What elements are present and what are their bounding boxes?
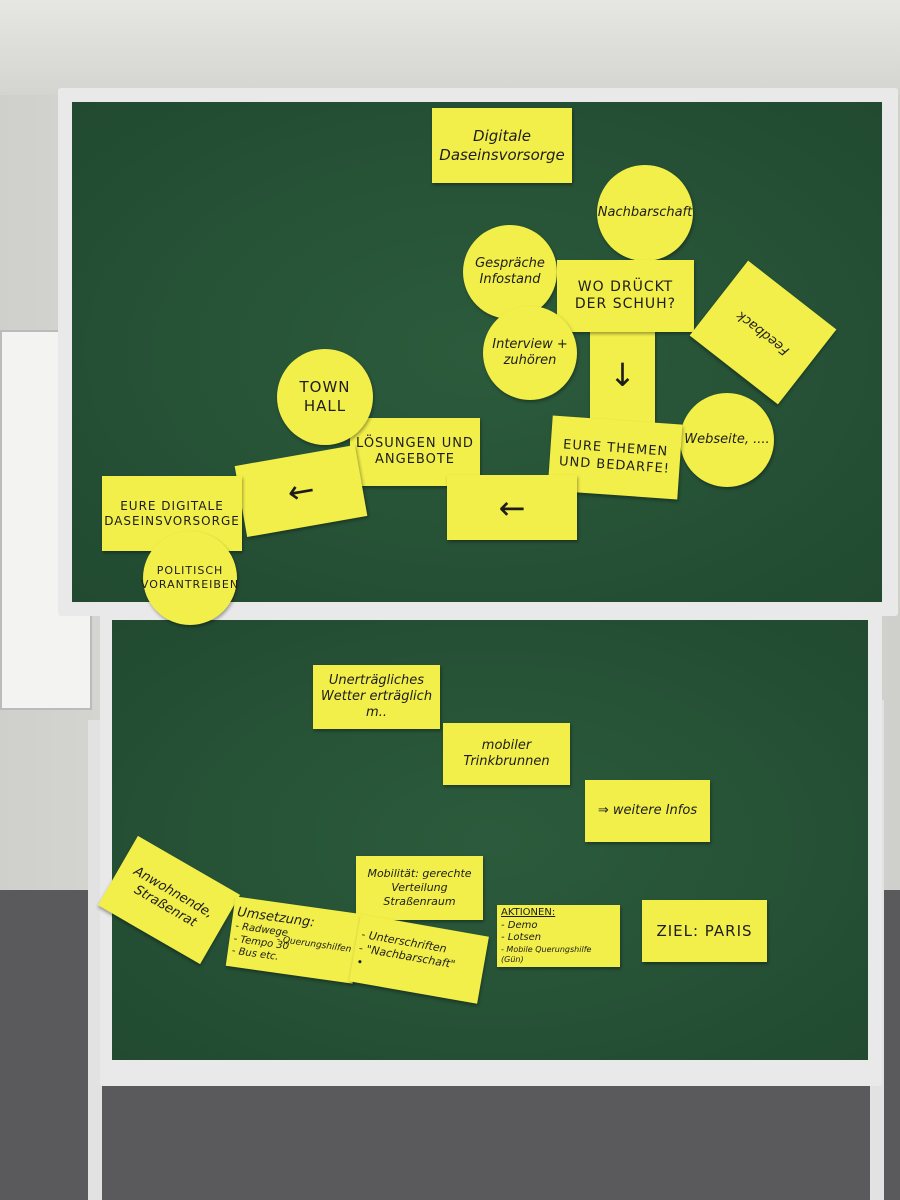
- note-loesungen: LÖSUNGEN UND ANGEBOTE: [350, 418, 480, 486]
- arrow-down-icon: ↓: [609, 356, 636, 394]
- note-interview: Interview + zuhören: [483, 306, 577, 400]
- note-gespraeche: Gespräche Infostand: [463, 225, 557, 319]
- note-aktionen: AKTIONEN: - Demo - Lotsen - Mobile Queru…: [497, 905, 620, 967]
- note-ziel: ZIEL: PARIS: [642, 900, 767, 962]
- note-text: POLITISCH VORANTREIBEN: [140, 564, 240, 591]
- note-text: TOWN HALL: [299, 378, 351, 415]
- note-arrow-left-1: ←: [447, 475, 577, 540]
- note-politisch: POLITISCH VORANTREIBEN: [140, 531, 240, 625]
- note-text: Unerträgliches Wetter erträglich m..: [320, 672, 433, 721]
- stand-leg-left: [88, 720, 102, 1200]
- note-item: - Mobile Querungshilfe (Gün): [501, 944, 592, 964]
- note-item: - Lotsen: [501, 932, 542, 944]
- note-weitere-infos: ⇒ weitere Infos: [585, 780, 710, 842]
- note-text: Webseite, ....: [684, 431, 770, 447]
- arrow-left-icon: ←: [498, 488, 526, 527]
- felt-bottom: [112, 620, 868, 1060]
- note-nachbarschaft: Nachbarschaft: [597, 165, 693, 261]
- note-text: mobiler Trinkbrunnen: [463, 737, 550, 769]
- ceiling: [0, 0, 900, 95]
- note-title-text: AKTIONEN:: [501, 907, 556, 919]
- note-webseite: Webseite, ....: [680, 393, 774, 487]
- note-text: Mobilität: gerechte Verteilung Straßenra…: [367, 867, 472, 908]
- note-mobilitaet: Mobilität: gerechte Verteilung Straßenra…: [356, 856, 483, 920]
- note-eure-digitale: EURE DIGITALE DASEINSVORSORGE: [102, 476, 242, 551]
- note-text: Nachbarschaft: [597, 204, 693, 220]
- note-wo-drueckt: WO DRÜCKT DER SCHUH?: [557, 260, 694, 332]
- note-item: - Demo: [501, 919, 538, 931]
- note-text: Interview + zuhören: [492, 336, 568, 368]
- note-wetter: Unerträgliches Wetter erträglich m..: [313, 665, 440, 729]
- note-title: Digitale Daseinsvorsorge: [432, 108, 572, 183]
- arrow-left-icon: ←: [284, 469, 318, 513]
- note-item: •: [355, 955, 365, 970]
- note-text: EURE DIGITALE DASEINSVORSORGE: [104, 498, 240, 528]
- note-text: Digitale Daseinsvorsorge: [439, 126, 565, 164]
- note-trinkbrunnen: mobiler Trinkbrunnen: [443, 723, 570, 785]
- note-text: Gespräche Infostand: [475, 255, 545, 287]
- note-text: WO DRÜCKT DER SCHUH?: [574, 278, 677, 313]
- note-arrow-down: ↓: [590, 325, 655, 425]
- pinboard-bottom: [100, 612, 882, 1086]
- note-text: LÖSUNGEN UND ANGEBOTE: [356, 435, 474, 467]
- note-text: ⇒ weitere Infos: [597, 802, 698, 818]
- note-town-hall: TOWN HALL: [277, 349, 373, 445]
- note-text: ZIEL: PARIS: [656, 921, 753, 940]
- note-text: EURE THEMEN UND BEDARFE!: [558, 437, 671, 477]
- note-text: Feedback: [733, 307, 792, 359]
